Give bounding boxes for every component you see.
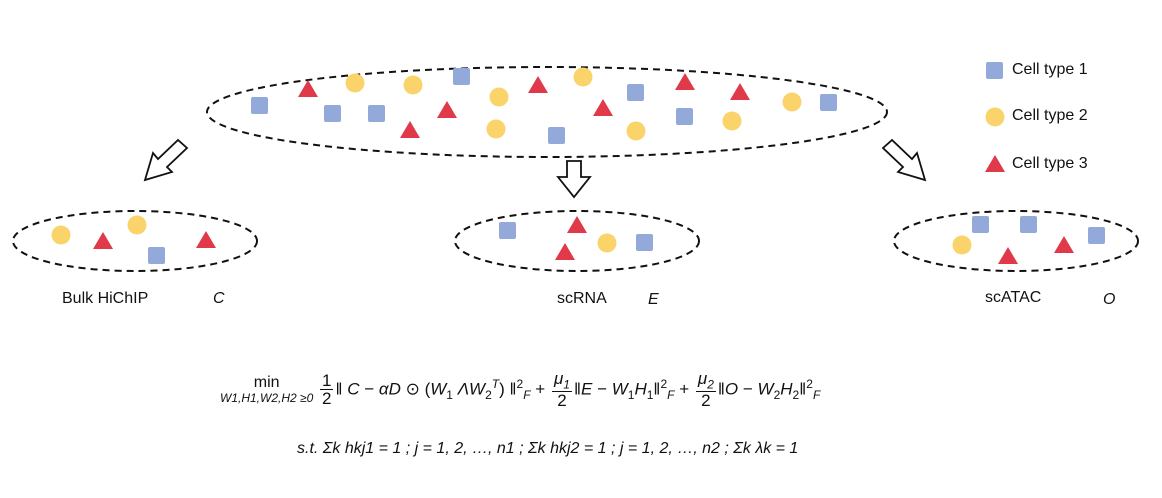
cell-type-2-circle (345, 73, 365, 93)
cell-type-1-square (972, 216, 989, 233)
cell-type-1-square (251, 97, 268, 114)
cell-type-3-triangle (567, 216, 587, 233)
cell-type-2-circle (952, 235, 972, 255)
scrna-sample-ellipse (454, 210, 700, 272)
cell-type-3-triangle (437, 101, 457, 118)
bulk-hichip-label: Bulk HiChIP (62, 290, 149, 307)
cell-type-1-square (324, 105, 341, 122)
scrna-var: E (648, 291, 659, 308)
cell-type-3-triangle (400, 121, 420, 138)
cell-type-2-circle (489, 87, 509, 107)
cell-type-2-circle (51, 225, 71, 245)
cell-type-2-circle (486, 119, 506, 139)
cell-type-3-triangle (593, 99, 613, 116)
cell-type-2-circle (626, 121, 646, 141)
cell-type-3-triangle (93, 232, 113, 249)
cell-type-3-triangle (675, 73, 695, 90)
cell-type-3-triangle (1054, 236, 1074, 253)
bulk-sample-ellipse (12, 210, 258, 272)
cell-type-1-square (627, 84, 644, 101)
cell-type-1-square (1020, 216, 1037, 233)
cell-type-1-square (368, 105, 385, 122)
constraints-formula: s.t. Σk hkj1 = 1 ; j = 1, 2, …, n1 ; Σk … (297, 440, 799, 457)
scatac-label: scATAC (985, 289, 1042, 306)
cell-type-3-triangle (555, 243, 575, 260)
legend-square-icon (986, 62, 1003, 79)
scrna-label: scRNA (557, 290, 607, 307)
legend-label-cell-type-2: Cell type 2 (1012, 107, 1088, 124)
legend-triangle-icon (985, 155, 1005, 172)
cell-type-2-circle (722, 111, 742, 131)
cell-type-1-square (1088, 227, 1105, 244)
cell-type-1-square (676, 108, 693, 125)
cell-type-1-square (636, 234, 653, 251)
arrow-down-icon (556, 160, 592, 199)
cell-type-2-circle (403, 75, 423, 95)
cell-type-2-circle (782, 92, 802, 112)
cell-type-1-square (548, 127, 565, 144)
cell-type-1-square (499, 222, 516, 239)
legend-circle-icon (985, 107, 1005, 127)
arrow-down-left-icon (143, 138, 189, 182)
bulk-hichip-var: C (213, 290, 225, 307)
cell-type-2-circle (597, 233, 617, 253)
cell-type-3-triangle (298, 80, 318, 97)
cell-type-3-triangle (730, 83, 750, 100)
legend-label-cell-type-3: Cell type 3 (1012, 155, 1088, 172)
cell-type-2-circle (573, 67, 593, 87)
arrow-down-right-icon (881, 138, 927, 182)
cell-type-3-triangle (196, 231, 216, 248)
scatac-var: O (1103, 291, 1116, 308)
population-ellipse (206, 66, 888, 158)
cell-type-1-square (148, 247, 165, 264)
scatac-sample-ellipse (893, 210, 1139, 272)
cell-type-3-triangle (528, 76, 548, 93)
legend-label-cell-type-1: Cell type 1 (1012, 61, 1088, 78)
cell-type-1-square (453, 68, 470, 85)
min-operator: min W1,H1,W2,H2 ≥0 (220, 374, 314, 406)
cell-type-1-square (820, 94, 837, 111)
cell-type-2-circle (127, 215, 147, 235)
cell-type-3-triangle (998, 247, 1018, 264)
